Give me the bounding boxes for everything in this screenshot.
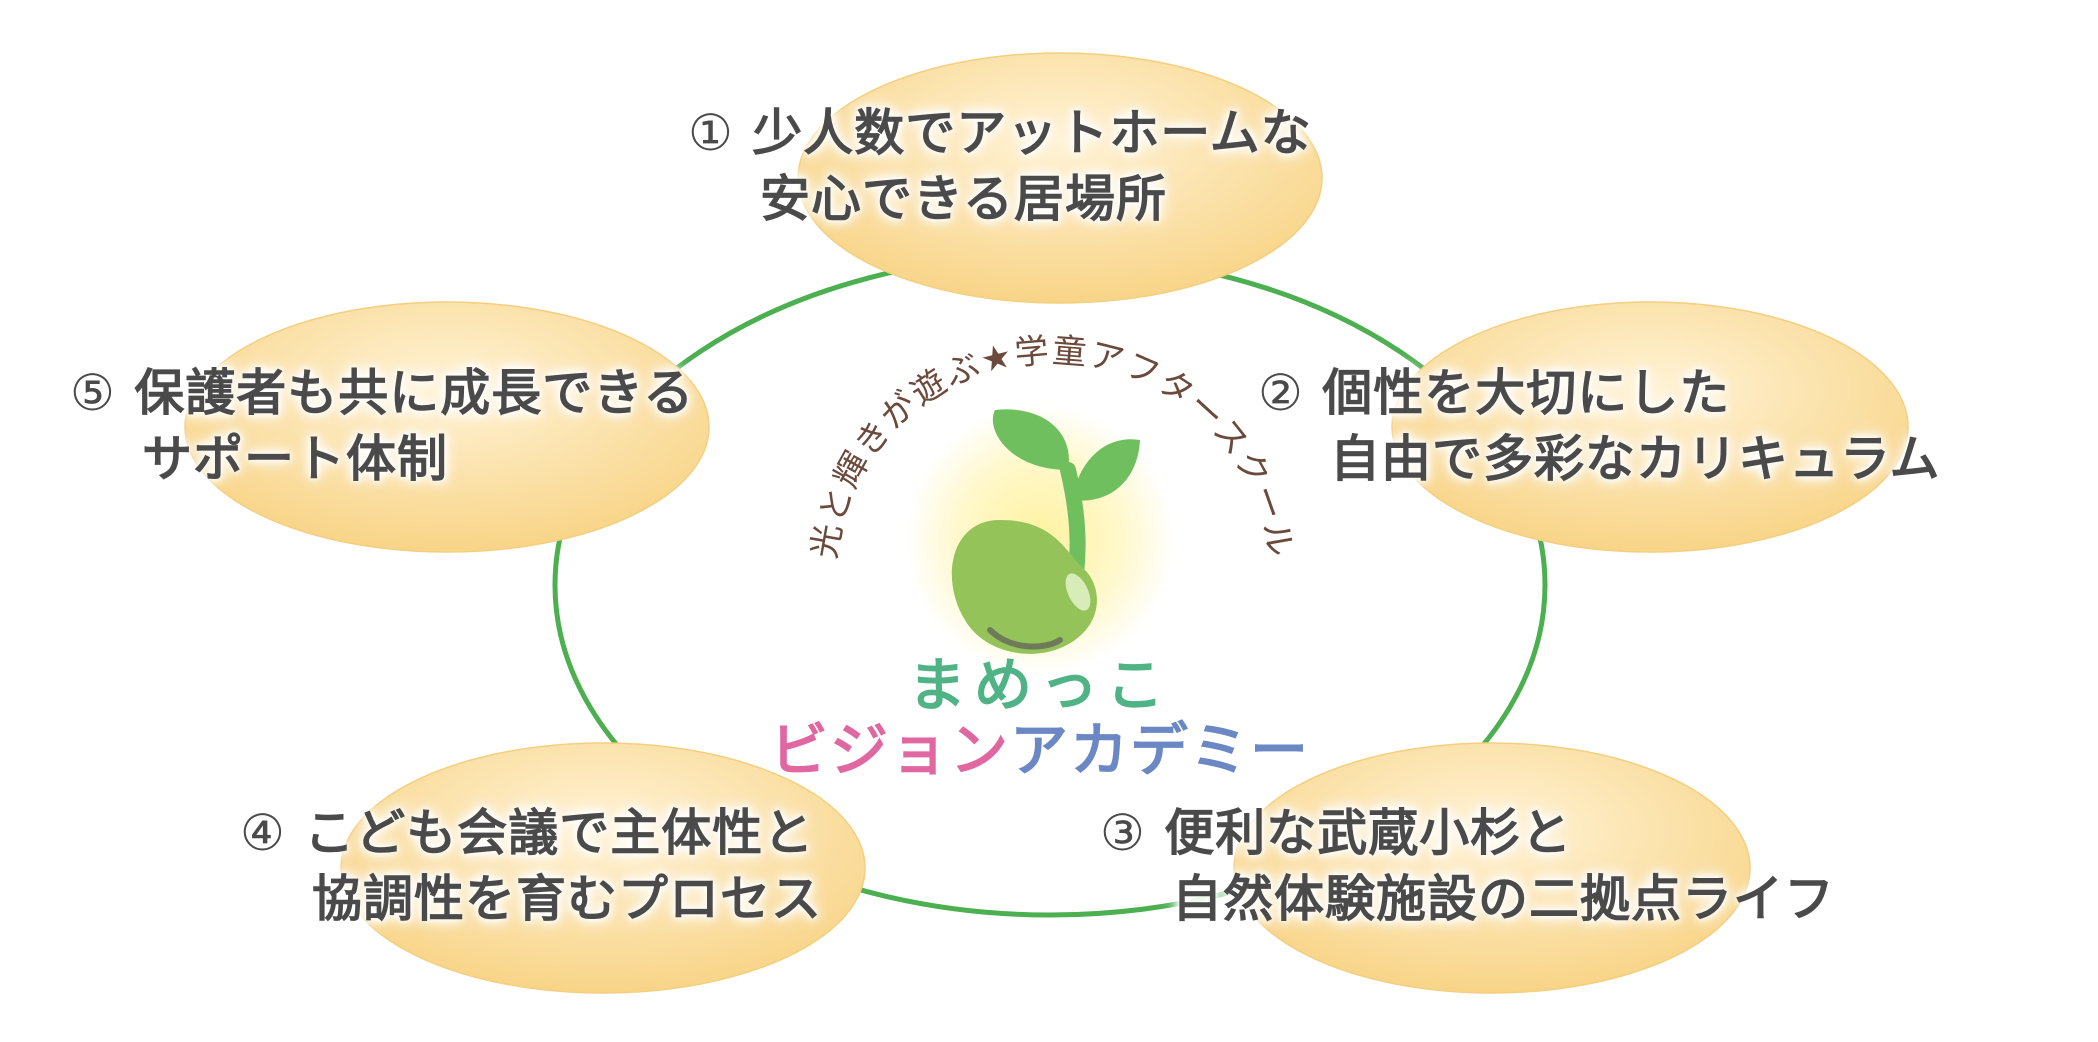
- bean: [951, 520, 1097, 654]
- feature-number-2: ②: [1258, 364, 1304, 422]
- feature-number-1: ①: [688, 104, 734, 162]
- feature-number-4: ④: [240, 804, 286, 862]
- logo-title-line2: ビジョンアカデミー: [770, 716, 1310, 784]
- feature-ellipse-2: [1391, 301, 1909, 553]
- feature-number-5: ⑤: [70, 364, 116, 422]
- sprout-bean-icon: [905, 405, 1175, 675]
- feature-ellipse-1: [797, 52, 1323, 304]
- left-leaf: [992, 409, 1069, 470]
- feature-label-3: ③ 便利な武蔵小杉と 自然体験施設の二拠点ライフ: [1100, 800, 1835, 932]
- feature-label-4: ④ こども会議で主体性と 協調性を育むプロセス: [240, 800, 822, 932]
- feature-1-line2: 安心できる居場所: [760, 169, 1167, 228]
- feature-3-line1: 便利な武蔵小杉と: [1164, 803, 1573, 862]
- logo-title-blue: アカデミー: [1010, 716, 1310, 784]
- feature-4-line1: こども会議で主体性と: [304, 803, 815, 862]
- feature-2-line1: 個性を大切にした: [1322, 363, 1731, 422]
- feature-5-line1: 保護者も共に成長できる: [134, 363, 695, 422]
- feature-number-3: ③: [1100, 804, 1146, 862]
- feature-1-line1: 少人数でアットホームな: [752, 103, 1312, 162]
- feature-ellipse-4: [340, 742, 866, 994]
- feature-ellipse-5: [184, 301, 710, 553]
- right-leaf: [1072, 439, 1140, 501]
- logo-title-pink: ビジョン: [770, 716, 1010, 784]
- feature-3-line2: 自然体験施設の二拠点ライフ: [1172, 869, 1835, 928]
- logo: 光と輝きが遊ぶ★学童アフタースクール まめっこ ビジョンアカデミー: [770, 331, 1310, 784]
- logo-title-line1: まめっこ: [908, 651, 1172, 719]
- feature-label-1: ① 少人数でアットホームな 安心できる居場所: [688, 100, 1312, 232]
- feature-label-2: ② 個性を大切にした 自由で多彩なカリキュラム: [1258, 360, 1941, 492]
- feature-4-line2: 協調性を育むプロセス: [312, 869, 822, 928]
- feature-ellipse-3: [1233, 742, 1751, 994]
- feature-label-5: ⑤ 保護者も共に成長できる サポート体制: [70, 360, 694, 492]
- feature-5-line2: サポート体制: [142, 429, 448, 488]
- feature-2-line2: 自由で多彩なカリキュラム: [1330, 429, 1941, 488]
